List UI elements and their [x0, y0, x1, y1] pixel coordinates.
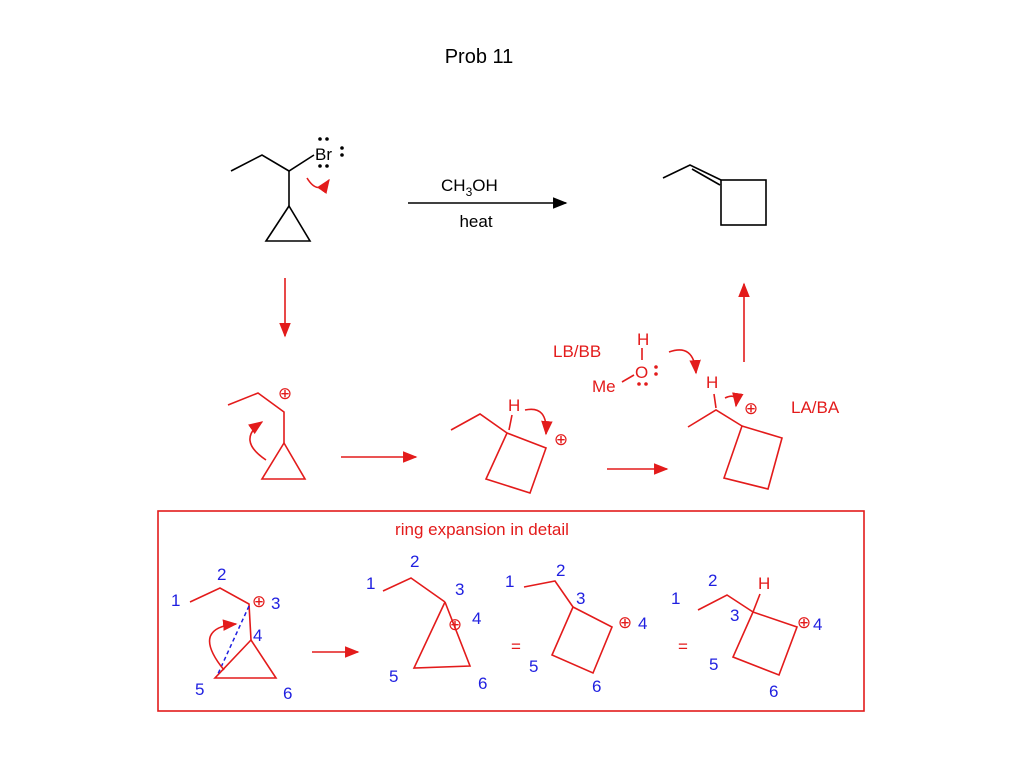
atom-number-5: 5	[195, 680, 204, 699]
atom-number-4: 4	[253, 626, 262, 645]
cation2-charge: ⊕	[554, 430, 568, 449]
detail-b-chain	[382, 577, 446, 603]
detail-box-title: ring expansion in detail	[395, 520, 569, 539]
cation3-ring	[722, 425, 783, 490]
cation1-charge: ⊕	[278, 384, 292, 403]
methanol-ome-bond	[621, 374, 635, 383]
atom-number-6: 6	[769, 682, 778, 701]
cyclopropylcarbinyl-cation: ⊕	[227, 384, 307, 480]
cation3-chain	[687, 409, 743, 428]
bromine-lone-pairs	[318, 137, 344, 168]
atom-number-2: 2	[556, 561, 565, 580]
detail-c-ring	[550, 605, 614, 675]
atom-number-5: 5	[529, 657, 538, 676]
bromine-atom-label: Br	[315, 145, 332, 164]
cation1-chain	[227, 392, 285, 443]
ethyl-chain-bond	[230, 154, 315, 172]
detail-a-forming-bond	[216, 605, 250, 677]
cyclobutyl-cation: H ⊕	[450, 396, 568, 494]
atom-number-1: 1	[671, 589, 680, 608]
detail-a-migration-arrow	[208, 619, 238, 671]
detail-d-chain	[697, 594, 754, 613]
cation3-charge: ⊕	[744, 399, 758, 418]
atom-number-3: 3	[271, 594, 280, 613]
product-cyclobutane-ring	[720, 179, 767, 226]
detail-structure-b: ⊕ 1 2 3 4 5 6	[366, 552, 487, 693]
reagent-label: CH3OH	[441, 176, 498, 199]
methanol-methyl: Me	[592, 377, 616, 396]
base-label: LB/BB	[553, 342, 601, 361]
starting-material: Br	[230, 137, 344, 242]
cation3-hydrogen: H	[706, 373, 718, 392]
detail-structure-d: H ⊕ 1 2 3 4 5 6	[671, 571, 822, 701]
acid-label: LA/BA	[791, 398, 840, 417]
cation3-h-bond	[713, 393, 717, 409]
methanol-hydrogen: H	[637, 330, 649, 349]
cation1-ring	[260, 441, 307, 480]
detail-structure-a: ⊕ 1 2 3 4 5 6	[171, 565, 292, 703]
ring-expansion-detail-box	[157, 510, 865, 712]
detail-a-chain	[189, 587, 252, 641]
atom-number-6: 6	[478, 674, 487, 693]
detail-c-chain	[523, 580, 574, 608]
atom-number-5: 5	[389, 667, 398, 686]
atom-number-4: 4	[472, 609, 481, 628]
atom-number-2: 2	[217, 565, 226, 584]
detail-d-ring	[731, 611, 799, 677]
detail-a-ring	[213, 638, 278, 679]
cation2-h-bond	[508, 414, 513, 431]
atom-number-2: 2	[708, 571, 717, 590]
detail-b-ring	[412, 601, 472, 669]
atom-number-1: 1	[171, 591, 180, 610]
leaving-group-arrow	[306, 177, 330, 194]
equals-sign-2: =	[678, 637, 688, 656]
detail-a-charge: ⊕	[252, 592, 266, 611]
detail-d-charge: ⊕	[797, 613, 811, 632]
hydride-shift-arrow	[524, 408, 553, 436]
atom-number-6: 6	[592, 677, 601, 696]
equals-sign-1: =	[511, 637, 521, 656]
product-chain-bond	[662, 164, 722, 181]
slide-title: Prob 11	[445, 46, 514, 68]
atom-number-3: 3	[576, 589, 585, 608]
atom-number-4: 4	[638, 614, 647, 633]
tertiary-cation: H ⊕ LA/BA	[687, 373, 840, 490]
product-ethylidenecyclobutane	[662, 164, 767, 226]
cyclopropane-ring	[264, 204, 312, 242]
methanol-oxygen: O	[635, 363, 648, 382]
atom-number-5: 5	[709, 655, 718, 674]
oxygen-lone-pairs	[637, 365, 658, 386]
atom-number-2: 2	[410, 552, 419, 571]
detail-d-h-bond	[752, 593, 761, 613]
deprotonation-bond-arrow	[724, 392, 744, 408]
cation2-hydrogen: H	[508, 396, 520, 415]
atom-number-1: 1	[366, 574, 375, 593]
cation2-chain	[450, 413, 508, 434]
condition-label: heat	[459, 212, 492, 231]
detail-b-charge: ⊕	[448, 615, 462, 634]
atom-number-6: 6	[283, 684, 292, 703]
atom-number-3: 3	[730, 606, 739, 625]
detail-c-charge: ⊕	[618, 613, 632, 632]
atom-number-4: 4	[813, 615, 822, 634]
cation2-ring	[484, 431, 548, 494]
base-attack-arrow	[668, 349, 701, 375]
methanol-base: LB/BB H O Me	[553, 330, 701, 396]
detail-d-hydrogen: H	[758, 574, 770, 593]
ring-bond-migration-arrow	[248, 421, 267, 461]
atom-number-1: 1	[505, 572, 514, 591]
atom-number-3: 3	[455, 580, 464, 599]
product-double-bond	[691, 168, 721, 186]
detail-structure-c: ⊕ 1 2 3 4 5 6	[505, 561, 647, 696]
